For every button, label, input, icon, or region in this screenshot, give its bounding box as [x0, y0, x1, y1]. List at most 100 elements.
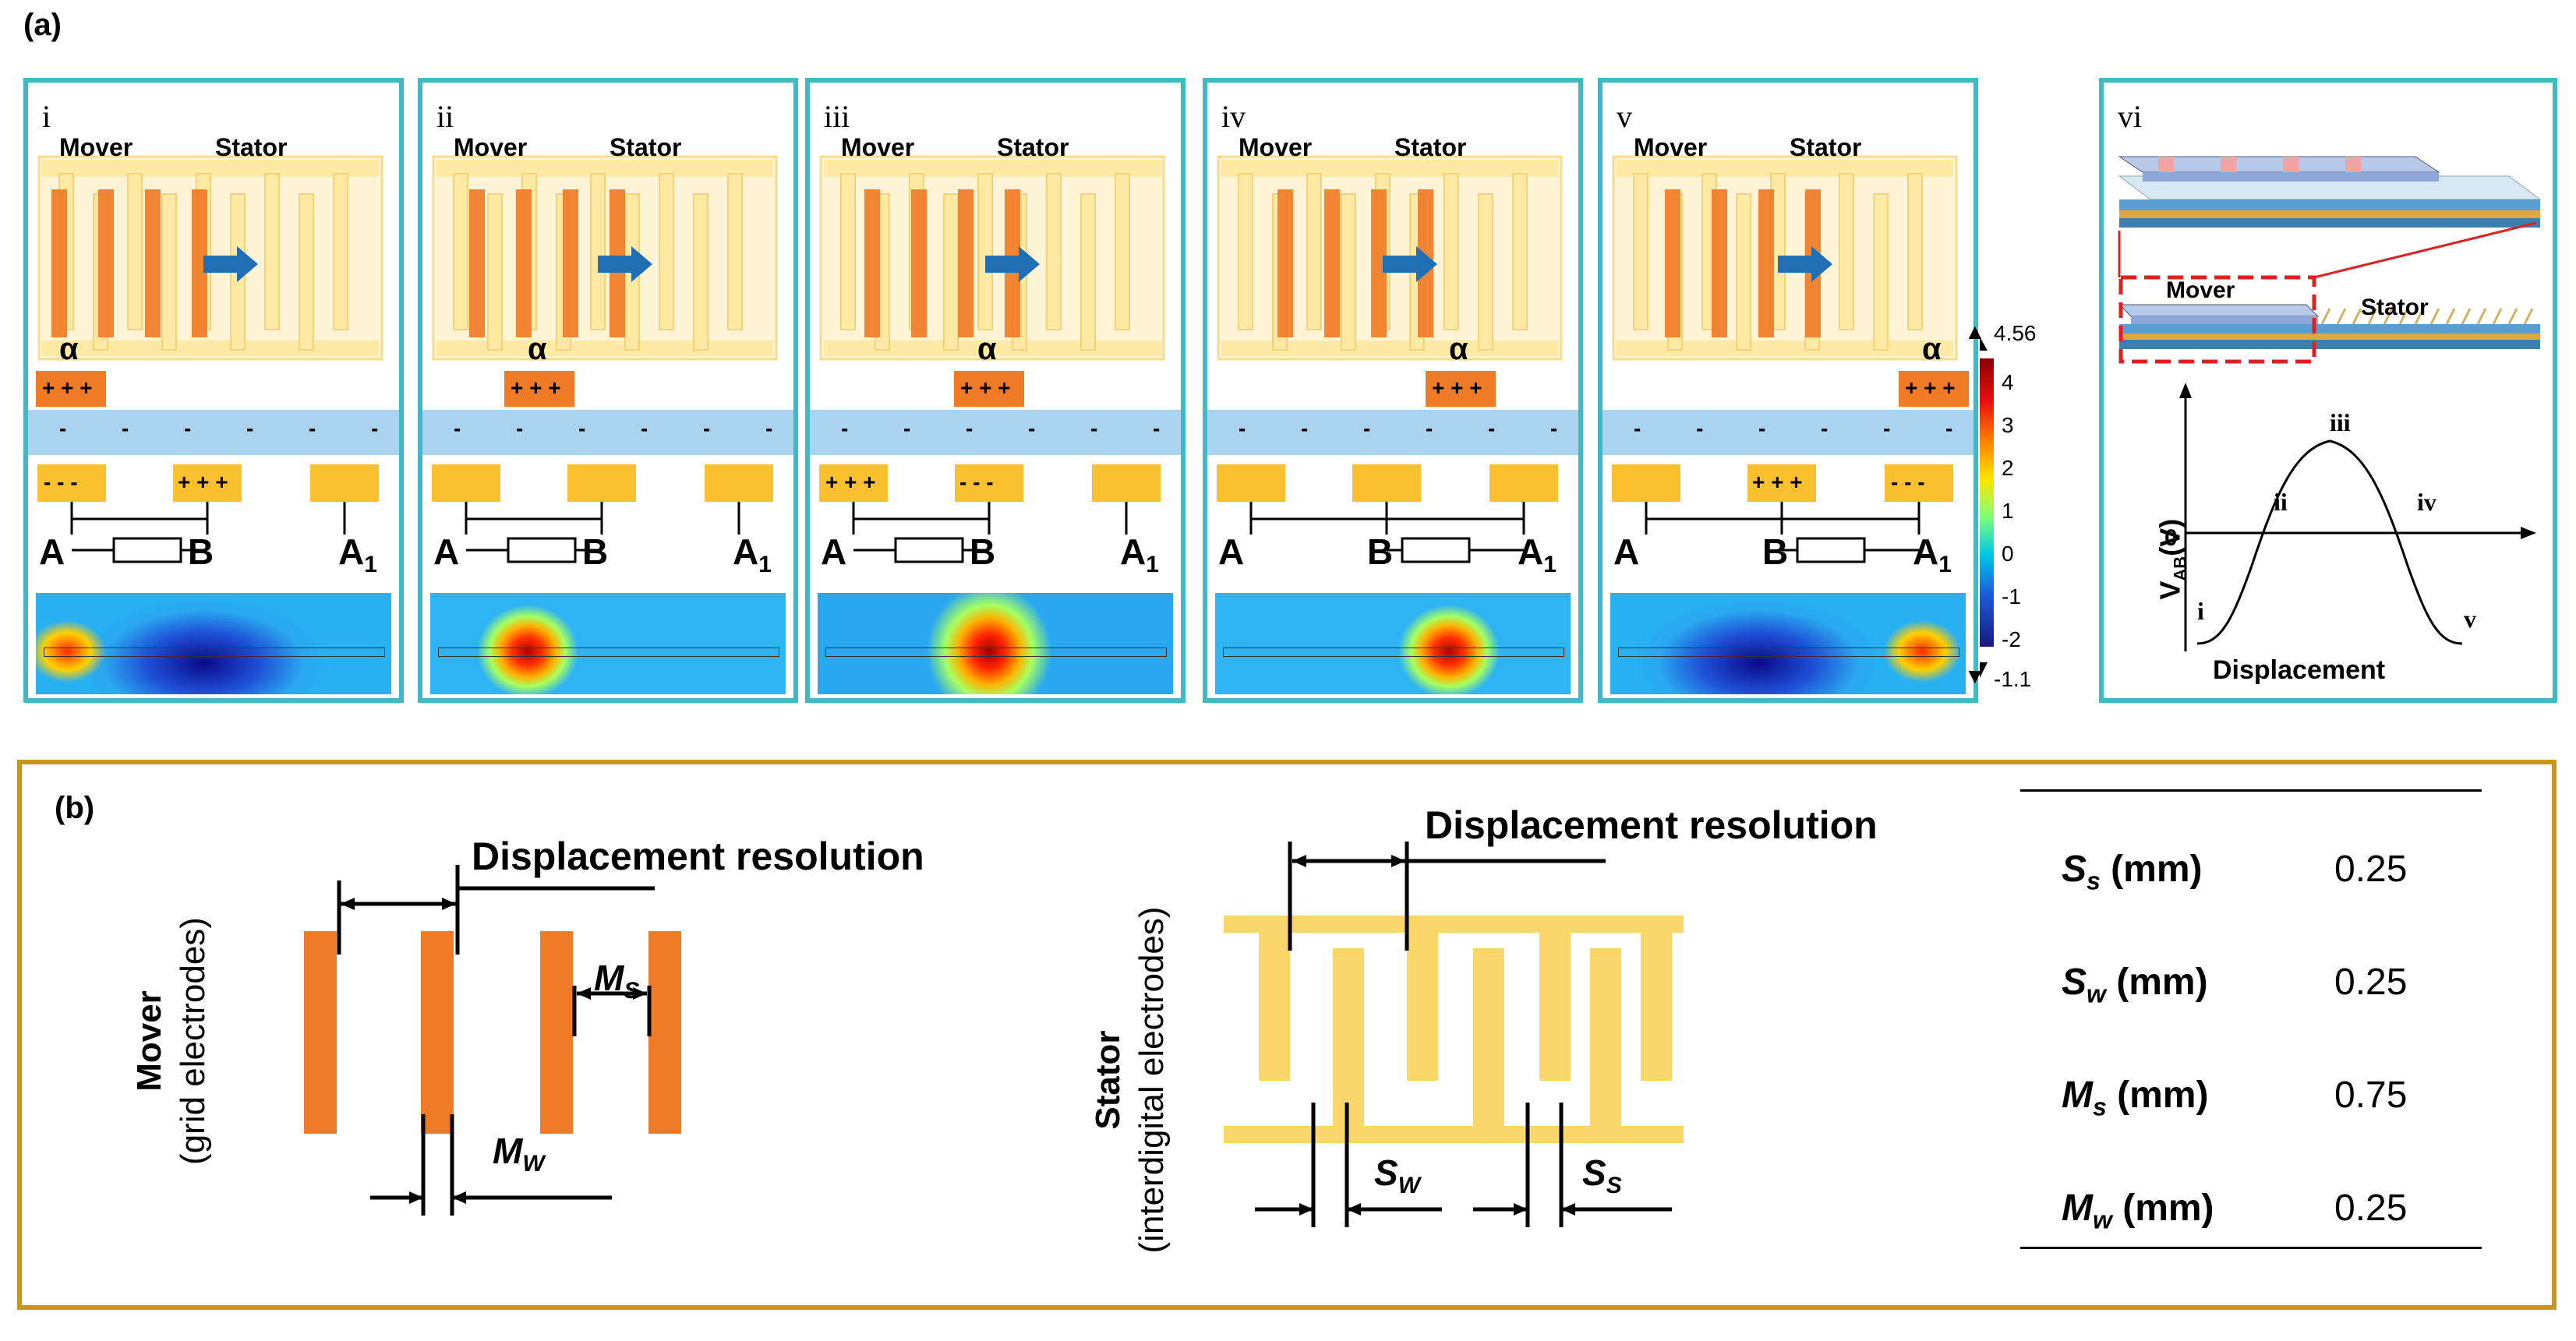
mover-displacement-resolution-label: Displacement resolution: [472, 835, 924, 878]
stator-displacement-resolution-label: Displacement resolution: [1425, 803, 1878, 847]
mover-diagram: [304, 865, 681, 1216]
vi-zero-label: 0: [2164, 525, 2178, 551]
dielectric-minus: -: [184, 416, 192, 440]
dielectric-minus: -: [1696, 416, 1704, 440]
bottom-charge-2: - - -: [959, 470, 994, 494]
arrow-right-icon: [985, 246, 1040, 282]
colorbar-tick: 3: [2002, 413, 2014, 437]
heatmap: [1215, 593, 1571, 694]
arrow-right-icon: [1778, 246, 1832, 282]
alpha-label: α: [1922, 332, 1942, 366]
dielectric-minus: -: [765, 416, 773, 440]
vab-plot: [2179, 383, 2536, 651]
zoom-box: [2118, 275, 2316, 364]
dielectric-minus: -: [1821, 416, 1829, 440]
terminal-b: B: [188, 531, 214, 572]
mover-label: Mover: [59, 133, 133, 161]
table-row: Ss (mm) 0.25: [2062, 848, 2451, 895]
dielectric-minus: -: [516, 416, 524, 440]
table-bottom-rule: [2020, 1247, 2482, 1249]
vi-point-iii: iii: [2330, 408, 2351, 436]
dielectric-minus: -: [1363, 416, 1371, 440]
terminal-a: A: [433, 531, 460, 572]
colorbar-tick: 1: [2002, 499, 2014, 523]
dielectric-minus: -: [841, 416, 849, 440]
alpha-label: α: [1449, 332, 1468, 366]
mover-label: Mover: [841, 133, 915, 161]
top-charge: + + +: [1905, 376, 1956, 400]
heatmap: [1610, 593, 1966, 694]
panel-vi-diagram: [2118, 156, 2542, 651]
bottom-charge-1: - - -: [44, 470, 78, 494]
stator-label: Stator: [997, 133, 1069, 161]
terminal-b: B: [582, 531, 609, 572]
panel-vi-roman: vi: [2118, 99, 2143, 134]
top-charge: + + +: [960, 376, 1011, 400]
panel-roman: v: [1617, 99, 1632, 134]
terminal-a1: A1: [338, 531, 377, 578]
terminal-a: A: [1613, 531, 1640, 572]
stator-label: Stator: [1394, 133, 1467, 161]
dielectric-minus: -: [1090, 416, 1098, 440]
stator-vertical-title: Stator (interdigital electrodes): [1089, 906, 1171, 1254]
dielectric-minus: -: [454, 416, 461, 440]
panel-ii: ii: [418, 78, 798, 703]
param-value: 0.25: [2334, 962, 2408, 1003]
device-3d-top: [2118, 156, 2542, 228]
dielectric-minus: -: [641, 416, 648, 440]
panel-roman: iii: [824, 99, 850, 134]
panel-vi: vi: [2099, 78, 2557, 703]
mover-label: Mover: [454, 133, 528, 161]
panel-iii: iii: [805, 78, 1186, 703]
vi-point-v: v: [2464, 605, 2476, 633]
dielectric-minus: -: [371, 416, 379, 440]
vi-point-ii: ii: [2274, 488, 2288, 516]
alpha-label: α: [977, 332, 997, 366]
mover-label: Mover: [1239, 133, 1313, 161]
param-value: 0.25: [2334, 849, 2408, 890]
dielectric-minus: -: [966, 416, 974, 440]
arrow-right-icon: [598, 246, 652, 282]
dielectric-minus: -: [122, 416, 129, 440]
terminal-a1: A1: [733, 531, 772, 578]
dielectric-minus: -: [1945, 416, 1953, 440]
colorbar: [1980, 335, 2058, 701]
colorbar-min-label: -1.1: [1994, 667, 2032, 691]
colorbar-min-arrow-icon: ▼: [1964, 664, 1986, 688]
heatmap: [818, 593, 1173, 694]
terminal-a: A: [1218, 531, 1245, 572]
bottom-charge-1: + + +: [825, 470, 876, 494]
vi-stator-label: Stator: [2361, 295, 2429, 320]
stator-label: Stator: [610, 133, 682, 161]
arrow-right-icon: [1383, 246, 1437, 282]
colorbar-tick: 0: [2002, 542, 2014, 566]
vi-mover-label: Mover: [2166, 277, 2235, 303]
device-3d-bottom: [2118, 304, 2540, 349]
dielectric-minus: -: [903, 416, 911, 440]
dielectric-minus: -: [309, 416, 316, 440]
colorbar-tick: 2: [2002, 456, 2014, 480]
arrow-right-icon: [203, 246, 258, 282]
table-row: Mw (mm)0.25: [2062, 1187, 2451, 1234]
param-name: Ss (mm): [2062, 849, 2203, 895]
vi-point-i: i: [2197, 597, 2204, 625]
heatmap: [36, 593, 391, 694]
dielectric-minus: -: [1239, 416, 1246, 440]
dielectric-minus: -: [1758, 416, 1766, 440]
dielectric-minus: -: [1153, 416, 1161, 440]
bottom-charge-2: + + +: [1752, 470, 1803, 494]
top-charge: + + +: [511, 376, 561, 400]
mw-label: MW: [493, 1131, 545, 1177]
colorbar-max-label: 4.56: [1994, 321, 2037, 345]
param-value: 0.75: [2334, 1075, 2408, 1116]
panel-v: v: [1598, 78, 1978, 703]
panel-roman: i: [42, 99, 51, 134]
terminal-a1: A1: [1913, 531, 1952, 578]
param-name: Sw (mm): [2062, 962, 2208, 1008]
bottom-charge-2: + + +: [178, 470, 228, 494]
part-b-label: (b): [55, 791, 95, 825]
mover-vertical-title: Mover (grid electrodes): [130, 917, 212, 1165]
top-charge: + + +: [1432, 376, 1482, 400]
terminal-b: B: [970, 531, 996, 572]
stator-label: Stator: [215, 133, 288, 161]
